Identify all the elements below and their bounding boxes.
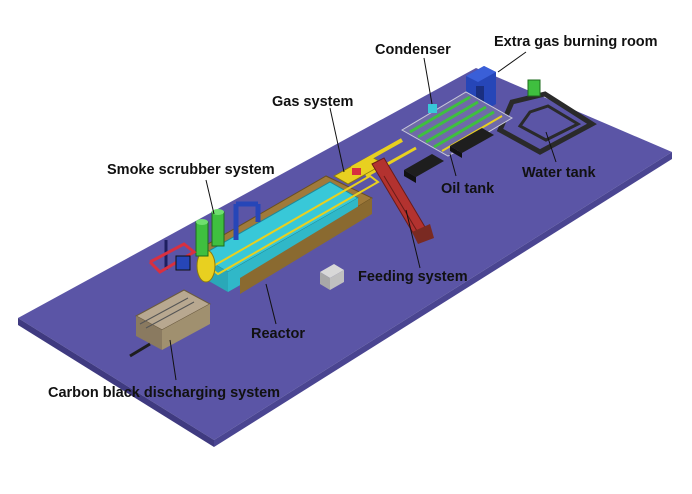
control-cabinet — [320, 264, 344, 290]
leader-water-tank — [545, 131, 557, 163]
leader-gas-system — [329, 107, 345, 173]
leader-oil-tank — [449, 153, 457, 177]
gas-system — [332, 138, 417, 185]
leader-smoke-scrubber — [205, 179, 215, 215]
label-feeding-system: Feeding system — [358, 269, 468, 285]
label-water-tank: Water tank — [522, 165, 596, 181]
label-extra-gas-burning-room: Extra gas burning room — [494, 34, 658, 50]
label-condenser: Condenser — [375, 42, 451, 58]
smoke-scrubber-system — [148, 201, 261, 274]
condenser — [401, 91, 513, 157]
platform — [18, 68, 672, 447]
reactor — [192, 174, 380, 294]
label-oil-tank: Oil tank — [441, 181, 495, 197]
label-gas-system: Gas system — [272, 94, 354, 110]
platform-side-edge — [214, 152, 672, 447]
feeding-system — [371, 157, 434, 244]
oil-tank — [404, 128, 494, 183]
label-reactor: Reactor — [251, 326, 305, 342]
label-smoke-scrubber-system: Smoke scrubber system — [107, 162, 275, 178]
leader-extra-gas-burning-room — [497, 51, 527, 73]
water-pump — [527, 79, 541, 97]
leader-condenser — [423, 57, 433, 105]
carbon-black-discharging-system — [129, 289, 212, 358]
leader-feeding-system — [405, 209, 421, 269]
label-carbon-black-discharging-system: Carbon black discharging system — [48, 385, 281, 401]
platform-top — [18, 68, 672, 440]
leader-carbon-black — [169, 339, 177, 381]
leader-lines — [169, 51, 557, 381]
platform-front-edge — [18, 318, 214, 447]
leader-reactor — [265, 283, 277, 325]
